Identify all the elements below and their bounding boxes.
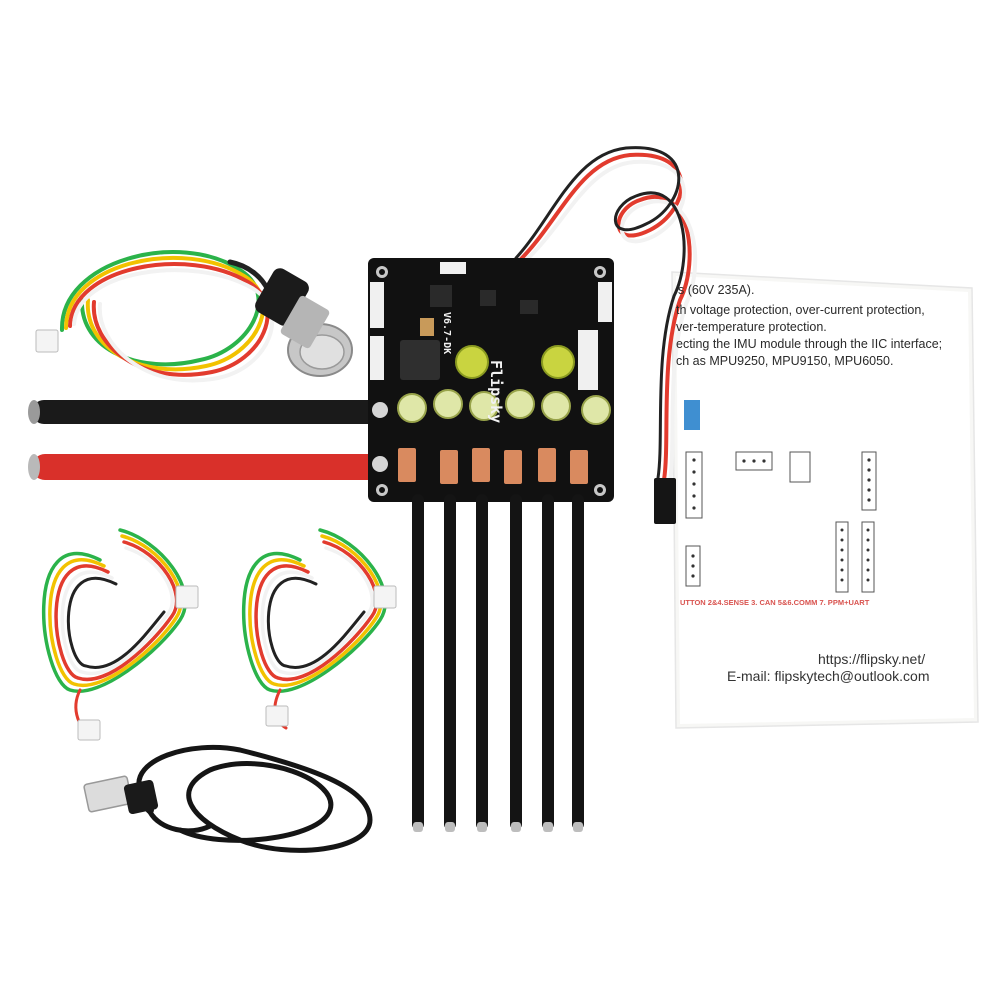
- jst-connector-icon: [175, 585, 199, 609]
- sheet-email: E-mail: flipskytech@outlook.com: [727, 668, 930, 684]
- receiver-label: [684, 400, 700, 430]
- jst-connector-icon: [373, 585, 397, 609]
- sensor-cable-left: [41, 528, 199, 741]
- dupont-connector-icon: [654, 478, 676, 524]
- esc-board: [368, 258, 614, 502]
- jst-connector-icon: [35, 329, 59, 353]
- metal-push-switch: [255, 268, 353, 377]
- power-leads: [28, 400, 382, 480]
- sheet-line-3: ver-temperature protection.: [676, 320, 827, 334]
- mosfet-tabs: [398, 448, 588, 484]
- phase-wires: [412, 494, 584, 832]
- sheet-line-2: th voltage protection, over-current prot…: [676, 303, 925, 317]
- pcb-brand-label: Flipsky: [487, 360, 505, 424]
- sheet-line-1: s (60V 235A).: [678, 283, 755, 297]
- usb-cable: [83, 744, 373, 853]
- sheet-line-5: ch as MPU9250, MPU9150, MPU6050.: [676, 354, 894, 368]
- sensor-cable-right: [241, 528, 397, 730]
- sheet-website: https://flipsky.net/: [818, 651, 926, 667]
- capacitor-row: [397, 389, 611, 425]
- sheet-line-4: ecting the IMU module through the IIC in…: [676, 337, 943, 351]
- negative-lead: [32, 400, 382, 424]
- power-switch-harness: [35, 250, 274, 383]
- ppm-uart-harness: [514, 146, 698, 524]
- pcb-version-label: V6.7-DK: [441, 312, 452, 355]
- sheet-port-legend: UTTON 2&4.SENSE 3. CAN 5&6.COMM 7. PPM+U…: [680, 598, 870, 607]
- positive-lead: [32, 454, 382, 480]
- instruction-sheet: [671, 271, 979, 729]
- jst-connector-icon: [265, 705, 289, 727]
- connector-diagrams: [685, 451, 877, 593]
- jst-connector-icon: [77, 719, 101, 741]
